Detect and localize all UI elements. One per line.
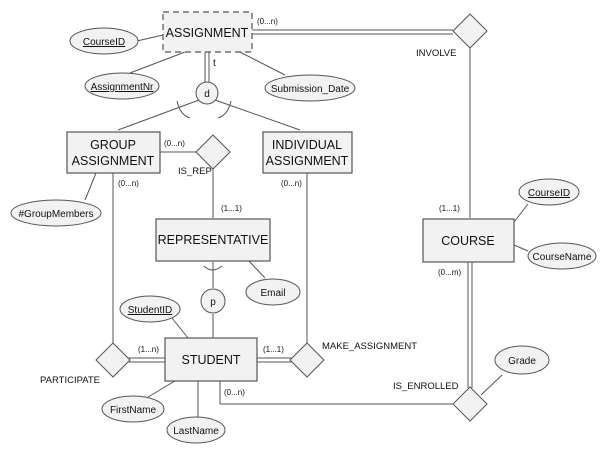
entity-individual-assignment-label-2: ASSIGNMENT [266, 154, 349, 168]
rel-is-rep-label: IS_REP [178, 166, 212, 177]
attr-grade: Grade [494, 345, 550, 375]
card-student-make: (1...1) [263, 345, 284, 354]
attr-email-label: Email [260, 288, 285, 299]
attr-course-id-left-label: CourseID [83, 37, 125, 48]
attr-email: Email [245, 278, 301, 306]
attr-grade-label: Grade [508, 356, 536, 367]
attr-course-name-label: CourseName [533, 252, 592, 263]
disjoint-symbol: d [204, 89, 210, 100]
rel-is-enrolled: IS_ENROLLED [393, 381, 488, 422]
entity-representative: REPRESENTATIVE [155, 218, 271, 262]
attr-first-name: FirstName [101, 395, 165, 423]
entity-student-label: STUDENT [181, 353, 240, 367]
card-group-isrep: (0...n) [164, 139, 185, 148]
connector-lines [84, 29, 529, 417]
entity-assignment: ASSIGNMENT [162, 11, 253, 53]
entity-individual-assignment: INDIVIDUAL ASSIGNMENT [262, 131, 353, 174]
attr-course-name: CourseName [527, 242, 597, 270]
attr-course-id-right-label: CourseID [528, 188, 570, 199]
entity-group-assignment-label-1: GROUP [90, 138, 136, 152]
specialization-partial: p [200, 288, 226, 314]
attr-last-name: LastName [166, 416, 226, 444]
rel-make-assignment: MAKE_ASSIGNMENT [289, 341, 417, 378]
attr-assignment-nr: AssignmentNr [84, 72, 160, 100]
partial-symbol: p [210, 297, 216, 308]
rel-participate: PARTICIPATE [40, 342, 131, 386]
attr-student-id-label: StudentID [128, 305, 172, 316]
entity-student: STUDENT [164, 337, 258, 382]
attr-assignment-nr-label: AssignmentNr [91, 82, 154, 93]
rel-is-rep: IS_REP [178, 134, 231, 177]
attr-submission-date: Submission_Date [264, 74, 356, 102]
cardinality-labels: (0...n) (0...n) (0...n) (1...1) (0...n) … [118, 17, 461, 397]
rel-is-enrolled-label: IS_ENROLLED [393, 381, 459, 392]
attr-course-id-left: CourseID [69, 27, 139, 55]
card-rep-isrep: (1...1) [221, 204, 242, 213]
attr-group-members-label: #GroupMembers [18, 209, 93, 220]
entity-group-assignment-label-2: ASSIGNMENT [72, 154, 155, 168]
card-course-enrolled: (0...m) [438, 268, 461, 277]
card-student-participate: (1...n) [138, 345, 159, 354]
rel-involve: INVOLVE [416, 13, 488, 59]
attr-submission-date-label: Submission_Date [271, 84, 350, 95]
card-group-participate: (0...n) [118, 179, 139, 188]
entity-assignment-label: ASSIGNMENT [166, 26, 249, 40]
entity-group-assignment: GROUP ASSIGNMENT [66, 131, 161, 174]
attr-first-name-label: FirstName [110, 405, 157, 416]
total-marker: t [213, 58, 216, 69]
attr-student-id: StudentID [119, 295, 181, 323]
card-course-involve: (1...1) [439, 204, 460, 213]
entity-course-label: COURSE [441, 234, 494, 248]
card-assignment-involve: (0...n) [257, 17, 278, 26]
entity-individual-assignment-label-1: INDIVIDUAL [272, 138, 342, 152]
attr-group-members: #GroupMembers [10, 199, 102, 227]
specialization-disjoint: d t [195, 58, 219, 105]
card-student-enrolled: (0...n) [224, 388, 245, 397]
entity-representative-label: REPRESENTATIVE [158, 233, 269, 247]
card-individual-make: (0...n) [281, 179, 302, 188]
rel-make-assignment-label: MAKE_ASSIGNMENT [322, 341, 417, 352]
rel-involve-label: INVOLVE [416, 48, 456, 59]
attr-course-id-right: CourseID [518, 178, 580, 206]
entity-course: COURSE [422, 218, 515, 263]
attr-last-name-label: LastName [173, 426, 219, 437]
rel-participate-label: PARTICIPATE [40, 375, 100, 386]
